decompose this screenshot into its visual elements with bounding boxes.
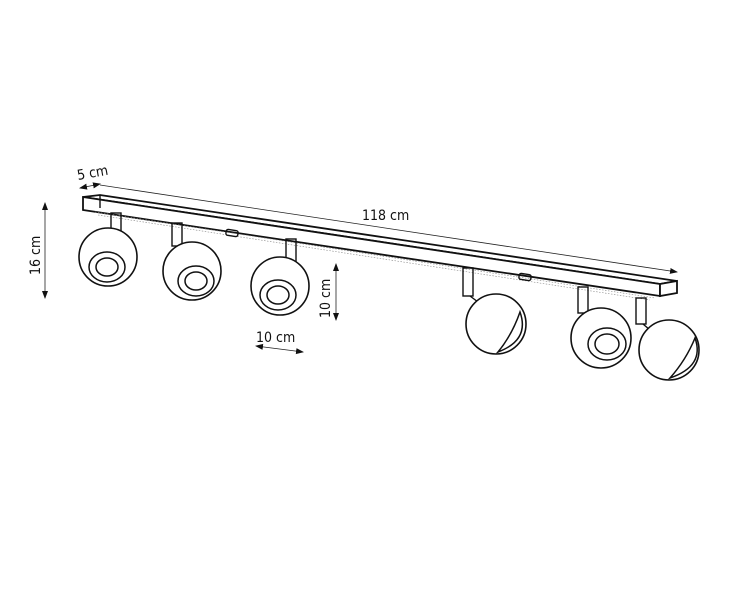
spotlight-5	[570, 286, 632, 369]
ceiling-rail	[82, 194, 678, 301]
dimension-spot-width: 10 cm	[255, 330, 304, 355]
spotlight-3	[250, 238, 310, 316]
spot-width-label: 10 cm	[256, 330, 295, 346]
spot-height-label: 10 cm	[318, 279, 334, 318]
spotlight-4	[462, 267, 527, 355]
dimension-spot-height: 10 cm	[318, 263, 339, 321]
length-label: 118 cm	[362, 208, 409, 224]
depth-label: 5 cm	[76, 163, 110, 184]
spotlight-2	[162, 222, 222, 301]
spotlight-6	[635, 297, 700, 381]
dimension-length: 118 cm	[99, 184, 678, 274]
dimension-height: 16 cm	[28, 202, 48, 299]
height-label: 16 cm	[28, 236, 44, 275]
dimension-depth: 5 cm	[76, 163, 110, 190]
spotlight-1	[78, 212, 138, 287]
